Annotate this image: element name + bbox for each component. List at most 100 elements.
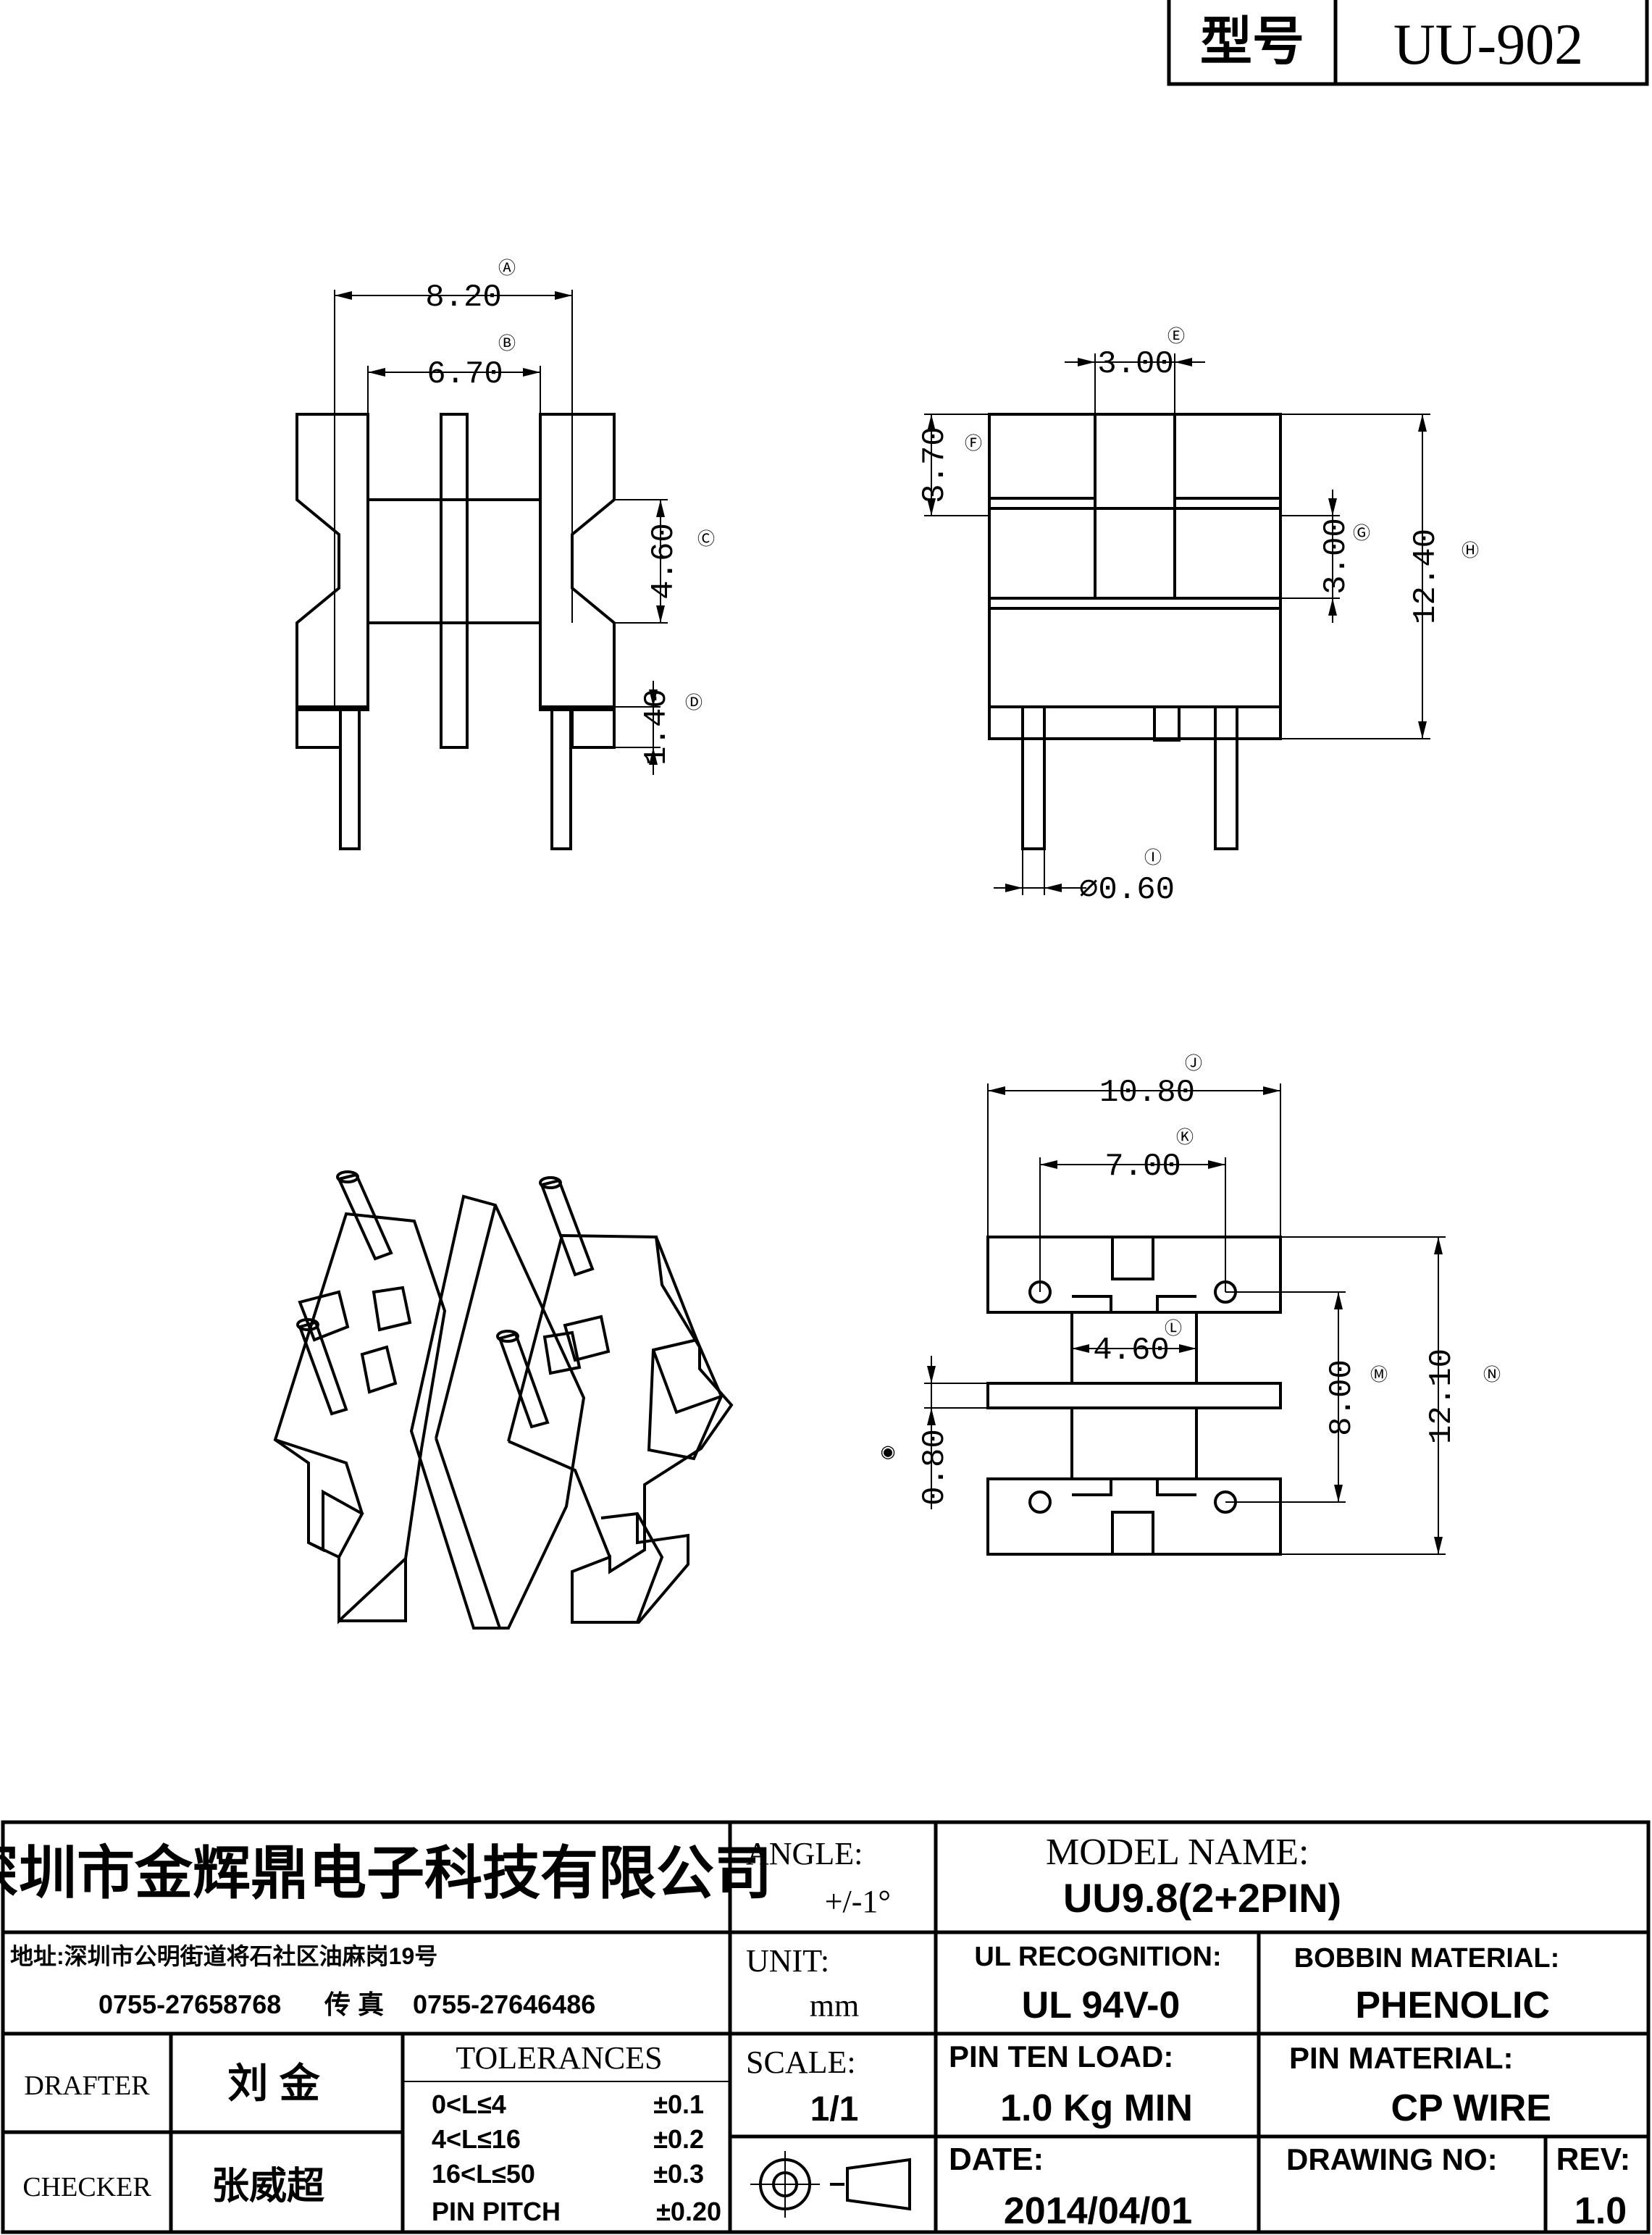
side-pin-right: [1214, 705, 1238, 850]
front-center-plate: [440, 413, 469, 749]
top-core-lower-step: [1072, 1479, 1196, 1496]
side-pin-left: [1021, 705, 1046, 850]
dim-d-value: 1.40: [639, 689, 675, 766]
iso-right-pin-1-tip: [539, 1176, 562, 1189]
model-value: UU-902: [1393, 13, 1583, 77]
drafter-label: DRAFTER: [24, 2071, 150, 2101]
angle-value: +/-1°: [825, 1884, 891, 1919]
dim-b-arrow-left: [368, 368, 385, 377]
top-lower-flange: [986, 1477, 1282, 1556]
dim-a-tag: Ⓐ: [498, 258, 516, 278]
iso-left-flange: [273, 1212, 447, 1624]
iso-right-pin-2-tip: [496, 1330, 519, 1343]
iso-right-block: [647, 1338, 724, 1461]
front-view: 8.20 Ⓐ 6.70 Ⓑ 4.60 Ⓒ 1.40 Ⓓ: [295, 258, 715, 850]
dim-f-value: 3.70: [917, 427, 953, 503]
top-pin-hole-ll: [1028, 1490, 1052, 1514]
top-center-plate: [986, 1382, 1282, 1409]
iso-right-stub: [563, 1314, 611, 1362]
dim-e-arrow-right: [1175, 358, 1192, 366]
iso-left-pin-2: [298, 1320, 348, 1416]
iso-center-plate-edge: [435, 1438, 501, 1629]
model-name-value: UU9.8(2+2PIN): [1063, 1875, 1341, 1921]
front-right-flange: [539, 413, 616, 711]
date-label: DATE:: [949, 2142, 1044, 2177]
dim-m-tag: Ⓜ: [1370, 1364, 1388, 1385]
dim-j-value: 10.80: [1099, 1075, 1195, 1111]
rev-label: REV:: [1556, 2142, 1631, 2177]
top-lower-notch: [1111, 1511, 1154, 1556]
pin-ten-load-label: PIN TEN LOAD:: [949, 2039, 1173, 2073]
drafter-name: 刘 金: [227, 2060, 321, 2106]
checker-name: 张威超: [211, 2165, 325, 2207]
dim-b-arrow-right: [523, 368, 540, 377]
dim-i-tag: Ⓘ: [1144, 847, 1162, 868]
dim-o-arrow-top: [927, 1366, 936, 1383]
iso-left-stub-3: [360, 1345, 398, 1394]
dim-j-arrow-left: [988, 1086, 1005, 1095]
front-right-pin: [550, 705, 572, 850]
front-left-stub: [295, 705, 342, 749]
iso-center-plate: [409, 1194, 586, 1630]
iso-right-block-edge: [652, 1349, 722, 1414]
pin-material-value: CP WIRE: [1391, 2087, 1551, 2129]
company-fax-label: 传 真: [324, 1989, 384, 2019]
dim-m-arrow-top: [1334, 1292, 1343, 1309]
dim-i-arrow-right: [1044, 884, 1062, 892]
dim-c-value: 4.60: [646, 523, 682, 600]
dim-n-value: 12.10: [1424, 1349, 1460, 1444]
dim-d-arrow-top: [649, 689, 658, 707]
tolerance-value-2: ±0.2: [653, 2124, 704, 2154]
dim-i-arrow-left: [1005, 884, 1023, 892]
scale-value: 1/1: [810, 2090, 859, 2129]
dim-c-arrow-top: [656, 500, 665, 517]
iso-left-pin-2-tip: [296, 1318, 319, 1331]
dim-o-value: 0.80: [917, 1429, 953, 1506]
dim-n-arrow-top: [1434, 1237, 1443, 1254]
dim-g-arrow-bottom: [1328, 598, 1337, 616]
dim-l-value: 4.60: [1093, 1333, 1170, 1369]
iso-left-pin-1-tip: [336, 1170, 359, 1183]
top-view: 10.80 Ⓙ 7.00 Ⓚ 4.60 Ⓛ 8.00 Ⓜ 12.10 Ⓝ: [881, 1053, 1501, 1556]
dim-k-value: 7.00: [1104, 1149, 1181, 1185]
dim-n-tag: Ⓝ: [1483, 1364, 1501, 1385]
dim-g-value: 3.00: [1318, 518, 1354, 595]
dim-a-value: 8.20: [425, 280, 502, 316]
dim-k-arrow-left: [1040, 1160, 1057, 1169]
model-label: 型号: [1200, 13, 1304, 71]
dim-h-arrow-top: [1418, 414, 1427, 432]
front-left-flange: [295, 413, 369, 711]
dim-m-arrow-bottom: [1334, 1485, 1343, 1502]
side-notch: [1153, 705, 1181, 742]
dim-h-tag: Ⓗ: [1462, 540, 1479, 561]
dim-h-value: 12.40: [1408, 529, 1444, 624]
ul-label: UL RECOGNITION:: [974, 1942, 1221, 1972]
dim-o-arrow-bottom: [927, 1408, 936, 1425]
pin-ten-load-value: 1.0 Kg MIN: [1000, 2087, 1193, 2129]
rev-value: 1.0: [1575, 2190, 1627, 2232]
iso-center-plate-face: [435, 1204, 497, 1439]
unit-label: UNIT:: [746, 1943, 829, 1979]
company-phone: 0755-27658768: [98, 1989, 281, 2019]
iso-right-flange-edge-2: [508, 1440, 611, 1558]
isometric-view: [273, 1170, 734, 1630]
iso-left-stub: [298, 1290, 350, 1342]
angle-label: ANGLE:: [746, 1836, 863, 1871]
tolerance-value-4: ±0.20: [656, 2197, 721, 2226]
dim-f-arrow-bottom: [927, 498, 936, 516]
company-address: 地址:深圳市公明街道将石社区油麻岗19号: [10, 1943, 437, 1969]
title-block-frame: [1, 1820, 1651, 2234]
dim-h-arrow-bottom: [1418, 721, 1427, 739]
tolerance-range-1: 0<L≤4: [432, 2089, 506, 2119]
side-body: [988, 413, 1282, 740]
side-view: 3.00 Ⓔ 3.70 Ⓕ 3.00 Ⓖ 12.40 Ⓗ ⌀0.60 Ⓘ: [917, 326, 1479, 908]
title-block: 深圳市金辉鼎电子科技有限公司 地址:深圳市公明街道将石社区油麻岗19号 0755…: [0, 1820, 1651, 2234]
dim-g-tag: Ⓖ: [1353, 523, 1370, 543]
front-left-pin: [339, 705, 361, 850]
dim-l-arrow-right: [1179, 1344, 1196, 1353]
drawing-no-label: DRAWING NO:: [1286, 2142, 1498, 2176]
unit-value: mm: [810, 1988, 859, 2024]
tolerance-range-4: PIN PITCH: [432, 2197, 561, 2226]
iso-left-flange-edge: [274, 1438, 364, 1514]
model-header-frame: [1167, 0, 1649, 86]
